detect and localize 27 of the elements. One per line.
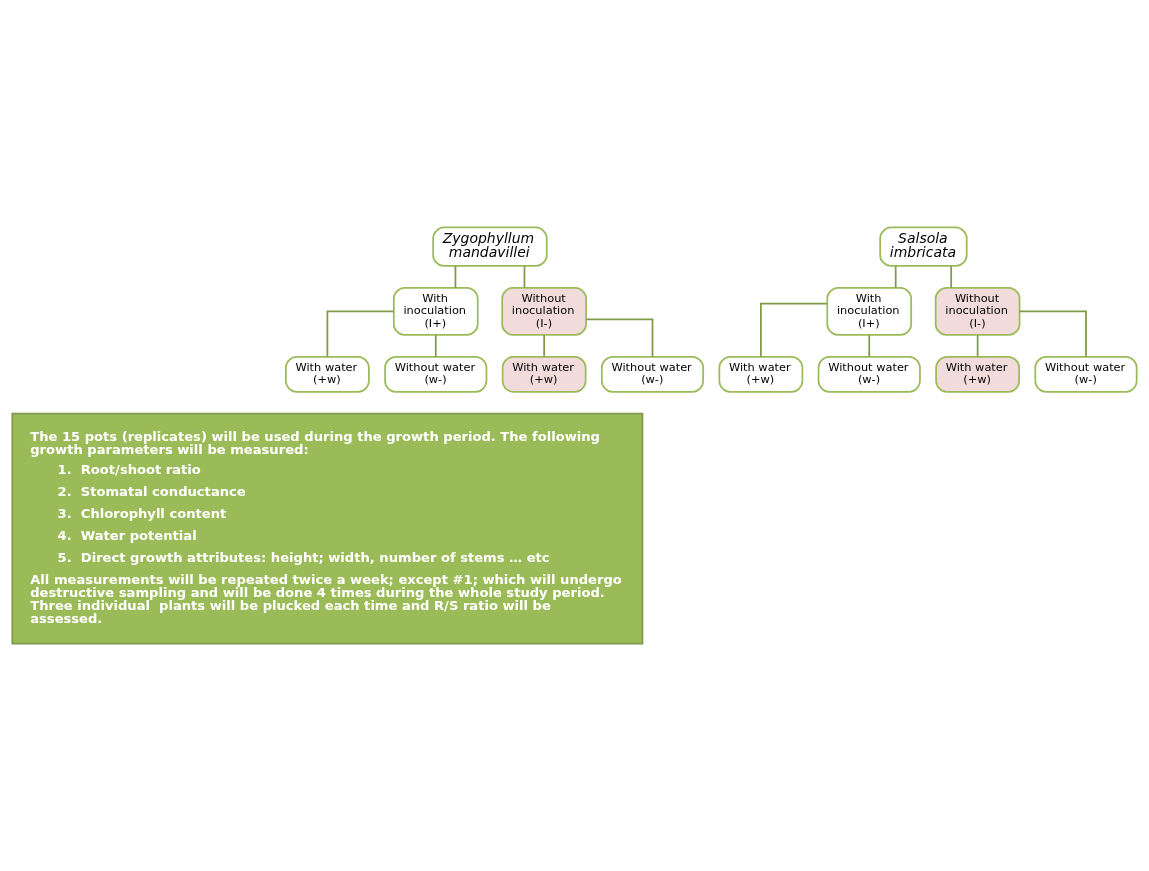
node-box: The 15 pots (replicates) will be used during the growth period. The following growth parameters will be measured: 1. Root/shoot ratio 2. Stomatal conductance 3. Chlorophyll content 4. Water potential 5. Direct growth attributes: height; width, number of stems … etc All measurements will be repeated twice a week; except #1; which will undergo destructive sampling and will be done 4 times during the whole study period. Three individual plants will be plucked each time and R/S ratio will be assessed. [11, 412, 644, 645]
connector [326, 310, 395, 358]
connector [894, 265, 897, 289]
node-box: Zygophyllum mandavillei [432, 226, 548, 267]
connector [1018, 310, 1087, 358]
connector [760, 302, 828, 358]
connector [585, 318, 654, 358]
connector [950, 265, 953, 289]
node-box: With inoculation (I+) [392, 286, 479, 336]
node-box: Without water (w-) [1034, 355, 1138, 393]
node-box: Without water (w-) [384, 355, 488, 393]
node-box: Salsola imbricata [879, 226, 968, 267]
connector [523, 265, 526, 289]
node-box: Without water (w-) [817, 355, 921, 393]
node-box: Without inoculation (I-) [934, 286, 1021, 336]
node-box: With water (+w) [935, 355, 1020, 393]
connector [868, 334, 871, 358]
connector [434, 334, 437, 358]
node-box: With water (+w) [285, 355, 370, 393]
node-box: Without water (w-) [600, 355, 705, 393]
node-box: Without inoculation (I-) [501, 286, 587, 336]
node-box: With inoculation (I+) [826, 286, 913, 336]
connector [454, 265, 457, 289]
connector [976, 334, 979, 358]
node-box: With water (+w) [718, 355, 804, 393]
node-box: With water (+w) [501, 355, 587, 393]
connector [543, 334, 545, 358]
